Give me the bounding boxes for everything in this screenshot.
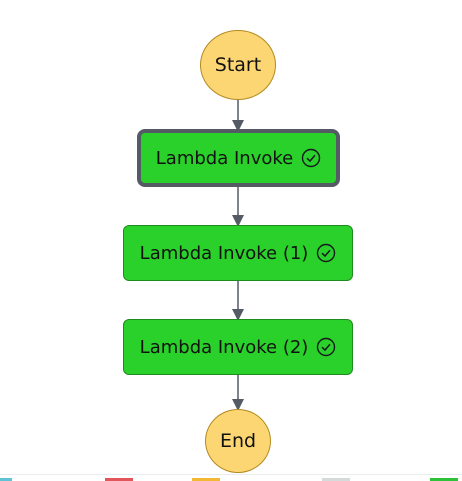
- check-circle-icon: [316, 243, 336, 263]
- legend-swatch-in-progress: [0, 478, 12, 481]
- end-node[interactable]: End: [205, 409, 271, 473]
- task-node-label: Lambda Invoke (1): [139, 242, 309, 264]
- legend-swatch-succeeded: [430, 478, 458, 481]
- task-node-lambda-invoke-1[interactable]: Lambda Invoke (1): [123, 225, 353, 281]
- legend-swatch-failed: [105, 478, 133, 481]
- task-node-label: Lambda Invoke (2): [139, 336, 309, 358]
- legend-swatch-caught-error: [192, 478, 220, 481]
- task-node-lambda-invoke-2[interactable]: Lambda Invoke (2): [123, 319, 353, 375]
- task-node-label: Lambda Invoke: [155, 147, 294, 169]
- end-node-label: End: [219, 430, 257, 452]
- start-node-label: Start: [214, 54, 262, 76]
- check-circle-icon: [301, 148, 321, 168]
- start-node[interactable]: Start: [200, 30, 276, 100]
- legend-divider: [0, 474, 462, 475]
- legend-swatch-cancelled: [322, 478, 350, 481]
- task-node-lambda-invoke[interactable]: Lambda Invoke: [137, 129, 340, 187]
- check-circle-icon: [316, 337, 336, 357]
